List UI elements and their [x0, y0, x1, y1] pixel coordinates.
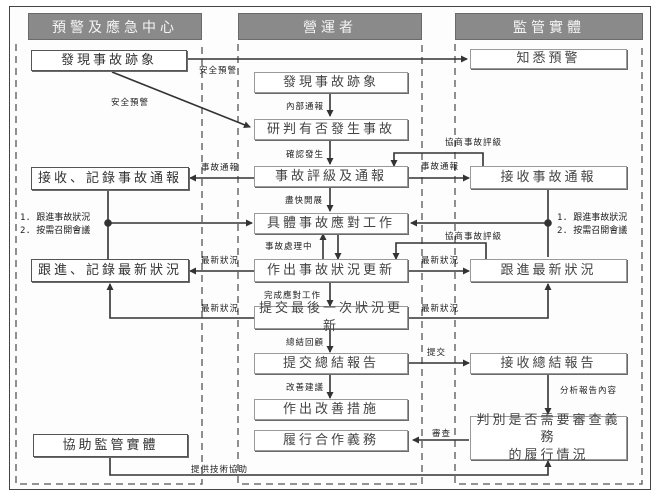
arrow-negotiate-grade-2	[392, 242, 487, 260]
box-left-follow-record: 跟進、記錄最新狀況	[31, 259, 189, 282]
box-mid-status-update: 作出事故狀況更新	[254, 259, 408, 282]
label-latest-left-1: 最新狀況	[201, 256, 240, 266]
lane-header-regulator: 監管實體	[455, 13, 643, 40]
label-latest-right-1: 最新狀況	[421, 256, 460, 266]
arrow-latest-left-2	[106, 283, 254, 319]
box-right-follow-status: 跟進最新狀況	[470, 259, 627, 282]
box-right-receive-notice: 接收事故通報	[470, 166, 627, 189]
swimlane-borders	[15, 44, 643, 485]
label-incident-notify-right: 事故通報	[421, 162, 460, 172]
label-submit: 提交	[427, 348, 447, 358]
arrow-safety-warning-to-judge	[111, 71, 251, 129]
box-mid-discover: 發現事故跡象	[254, 72, 408, 93]
arrow-tech-support	[109, 457, 552, 476]
label-response-done: 完成應對工作	[264, 291, 322, 301]
label-negotiate-grade-1: 協商事故評級	[445, 138, 503, 148]
lane-border-middle	[237, 44, 423, 485]
lane-border-right	[454, 44, 643, 485]
note-right-item-1: 1. 跟進事故狀況	[557, 213, 628, 223]
box-mid-fulfil: 履行合作義務	[254, 430, 408, 451]
box-left-assist: 協助監管實體	[33, 434, 188, 457]
label-negotiate-grade-2: 協商事故評級	[445, 232, 503, 242]
box-mid-grade-notify: 事故評級及通報	[254, 166, 408, 187]
label-improve-advice: 改善建議	[286, 383, 325, 393]
lane-border-left	[15, 44, 203, 485]
label-incident-notify-left: 事故通報	[201, 163, 240, 173]
lane-header-warning-center: 預警及應急中心	[28, 13, 202, 40]
label-review-summary: 總結回顧	[286, 338, 325, 348]
box-right-review-decision: 判別是否需要審查義務 的履行情況	[470, 413, 627, 463]
box-left-receive-record: 接收、記錄事故通報	[31, 167, 189, 190]
arrow-negotiate-grade-1	[390, 152, 484, 167]
label-safety-warning-diag: 安全預警	[111, 98, 150, 108]
box-right-receive-summary: 接收總結報告	[470, 353, 627, 374]
review-decision-line-2: 的履行情況	[508, 447, 589, 463]
label-safety-warning-top: 安全預警	[199, 66, 238, 76]
note-right: 1. 跟進事故狀況 2. 按需召開會議	[557, 212, 627, 238]
arrow-latest-right-2	[408, 283, 552, 319]
box-right-aware: 知悉預警	[470, 49, 627, 69]
note-left: 1. 跟進事故狀況 2. 按需召開會議	[20, 212, 90, 238]
label-latest-right-2: 最新狀況	[421, 304, 460, 314]
label-in-progress: 事故處理中	[265, 242, 313, 252]
review-decision-line-1: 判別是否需要審查義務	[476, 412, 621, 446]
note-right-item-2: 2. 按需召開會議	[557, 226, 628, 237]
box-mid-response: 具體事故應對工作	[254, 213, 408, 234]
lane-header-operator: 營運者	[238, 13, 422, 40]
label-start-asap: 盡快開展	[285, 196, 324, 206]
note-left-item-1: 1. 跟進事故狀況	[20, 213, 91, 223]
box-mid-summary-report: 提交總結報告	[254, 353, 408, 374]
label-review: 審查	[432, 429, 452, 439]
box-mid-final-update: 提交最後一次狀況更新	[254, 301, 408, 334]
label-confirmed: 確認發生	[286, 150, 325, 160]
label-internal-notify: 內部通報	[286, 102, 325, 112]
box-left-discover: 發現事故跡象	[31, 50, 187, 71]
box-mid-judge: 研判有否發生事故	[254, 119, 408, 140]
label-tech-support: 提供技術協助	[191, 465, 249, 475]
box-mid-improve: 作出改善措施	[254, 399, 408, 420]
label-latest-left-2: 最新狀況	[201, 304, 240, 314]
label-analyze: 分析報告內容	[560, 386, 618, 396]
note-left-item-2: 2. 按需召開會議	[20, 226, 91, 237]
